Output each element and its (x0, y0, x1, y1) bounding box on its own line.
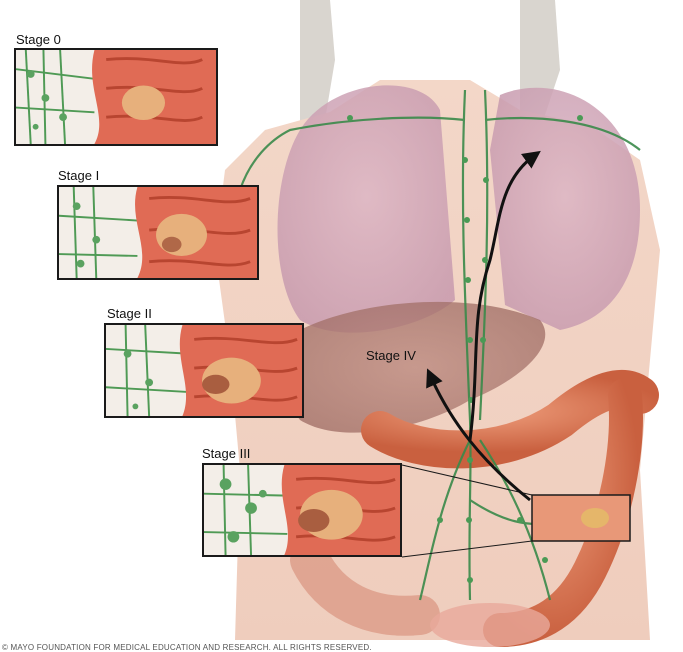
tumor (581, 508, 609, 528)
stage-0-label: Stage 0 (16, 32, 61, 47)
stage-4-label: Stage IV (366, 348, 416, 363)
stage-3-label: Stage III (202, 446, 250, 461)
stage-0-inset (14, 48, 218, 146)
right-lung (490, 88, 640, 330)
stage-1-inset (57, 185, 259, 280)
stage-2-inset (104, 323, 304, 418)
copyright-notice: © MAYO FOUNDATION FOR MEDICAL EDUCATION … (2, 643, 372, 652)
stage-2-label: Stage II (107, 306, 152, 321)
stage-3-inset (202, 463, 402, 557)
stage-1-label: Stage I (58, 168, 99, 183)
colon-sigmoid (430, 603, 550, 647)
